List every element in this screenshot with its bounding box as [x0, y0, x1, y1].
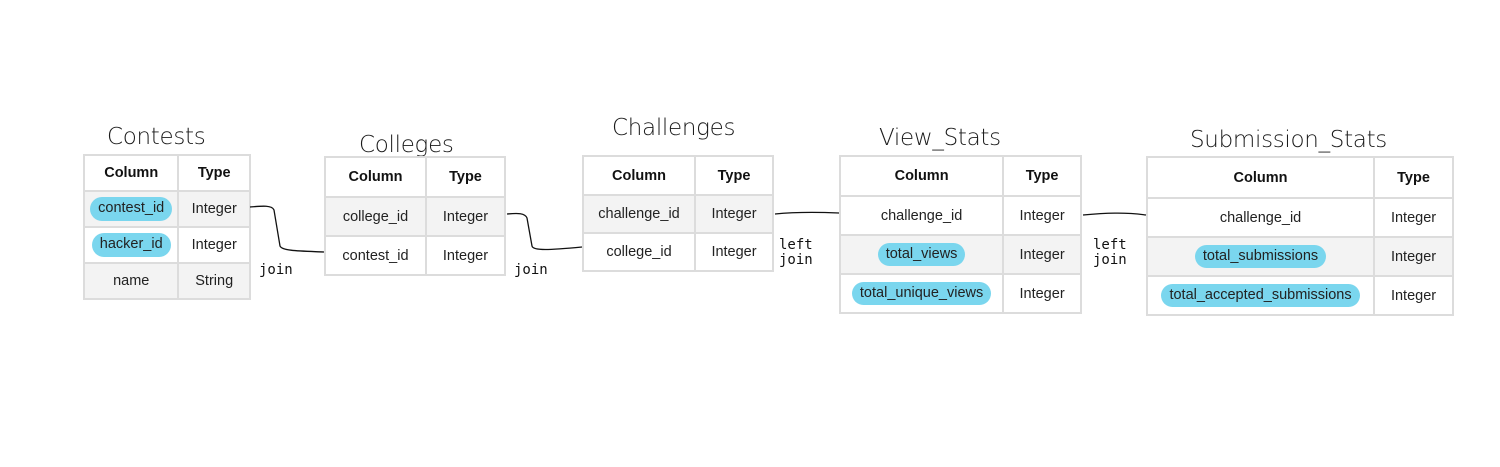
join-line-challenges-view-stats	[774, 211, 840, 215]
highlighted-column-name: total_submissions	[1194, 244, 1327, 269]
highlighted-column-name: total_accepted_submissions	[1161, 283, 1360, 308]
type-header: Type	[694, 155, 774, 196]
column-name-cell: name	[82, 262, 180, 300]
column-type-cell: Integer	[1002, 195, 1082, 236]
join-line-colleges-challenges	[506, 212, 583, 251]
join-line-view-stats-submission-stats	[1082, 212, 1147, 216]
table-row: total_submissions Integer	[1145, 236, 1454, 277]
table-title-challenges: Challenges	[612, 115, 736, 141]
column-name-cell: college_id	[324, 196, 427, 237]
view-stats-table: Column Type challenge_id Integer total_v…	[838, 155, 1082, 314]
join-label: join	[259, 262, 293, 278]
table-row: challenge_id Integer	[838, 195, 1082, 236]
column-name-cell: hacker_id	[82, 226, 180, 264]
column-type-cell: Integer	[424, 235, 507, 276]
column-type-cell: Integer	[1002, 273, 1082, 314]
column-type-cell: Integer	[177, 226, 251, 264]
column-name-cell: total_submissions	[1145, 236, 1376, 277]
column-name-cell: total_accepted_submissions	[1145, 275, 1376, 316]
table-header-row: Column Type	[838, 155, 1082, 197]
column-type-cell: Integer	[1373, 236, 1454, 277]
table-row: total_unique_views Integer	[838, 273, 1082, 314]
column-header: Column	[838, 155, 1005, 197]
column-type-cell: Integer	[1373, 197, 1454, 238]
column-type-cell: Integer	[1002, 234, 1082, 275]
column-type-cell: Integer	[424, 196, 507, 237]
table-title-view-stats: View_Stats	[879, 125, 1001, 151]
type-header: Type	[424, 156, 507, 198]
table-row: challenge_id Integer	[581, 194, 774, 234]
table-header-row: Column Type	[324, 156, 507, 198]
column-type-cell: Integer	[1373, 275, 1454, 316]
table-header-row: Column Type	[581, 155, 774, 196]
type-header: Type	[177, 154, 251, 192]
table-header-row: Column Type	[1145, 156, 1454, 199]
table-row: college_id Integer	[581, 232, 774, 272]
column-type-cell: Integer	[177, 190, 251, 228]
column-name-cell: college_id	[581, 232, 697, 272]
column-name-cell: challenge_id	[1145, 197, 1376, 238]
table-row: college_id Integer	[324, 196, 507, 237]
column-name-cell: total_views	[838, 234, 1005, 275]
highlighted-column-name: total_unique_views	[851, 281, 992, 306]
join-label: join	[514, 262, 548, 278]
column-type-cell: String	[177, 262, 251, 300]
column-type-cell: Integer	[694, 232, 774, 272]
left-join-label: left join	[1093, 237, 1127, 268]
highlighted-column-name: total_views	[877, 242, 966, 267]
column-type-cell: Integer	[694, 194, 774, 234]
column-header: Column	[1145, 156, 1376, 199]
join-line-contests-colleges	[249, 205, 325, 253]
table-row: total_views Integer	[838, 234, 1082, 275]
table-row: total_accepted_submissions Integer	[1145, 275, 1454, 316]
challenges-table: Column Type challenge_id Integer college…	[581, 155, 774, 272]
table-header-row: Column Type	[82, 154, 251, 192]
submission-stats-table: Column Type challenge_id Integer total_s…	[1145, 156, 1454, 316]
contests-table: Column Type contest_id Integer hacker_id…	[82, 154, 251, 300]
table-title-contests: Contests	[107, 124, 206, 150]
column-header: Column	[581, 155, 697, 196]
highlighted-column-name: hacker_id	[91, 233, 171, 257]
column-name-cell: total_unique_views	[838, 273, 1005, 314]
column-name-cell: contest_id	[82, 190, 180, 228]
column-name-cell: contest_id	[324, 235, 427, 276]
table-row: contest_id Integer	[324, 235, 507, 276]
column-name-cell: challenge_id	[581, 194, 697, 234]
highlighted-column-name: contest_id	[90, 197, 173, 221]
column-header: Column	[82, 154, 180, 192]
table-title-colleges: Colleges	[359, 132, 454, 158]
column-header: Column	[324, 156, 427, 198]
table-row: contest_id Integer	[82, 190, 251, 228]
column-name-cell: challenge_id	[838, 195, 1005, 236]
table-title-submission-stats: Submission_Stats	[1190, 127, 1387, 153]
left-join-label: left join	[779, 237, 813, 268]
type-header: Type	[1002, 155, 1082, 197]
table-row: name String	[82, 262, 251, 300]
colleges-table: Column Type college_id Integer contest_i…	[324, 156, 507, 276]
type-header: Type	[1373, 156, 1454, 199]
table-row: hacker_id Integer	[82, 226, 251, 264]
table-row: challenge_id Integer	[1145, 197, 1454, 238]
